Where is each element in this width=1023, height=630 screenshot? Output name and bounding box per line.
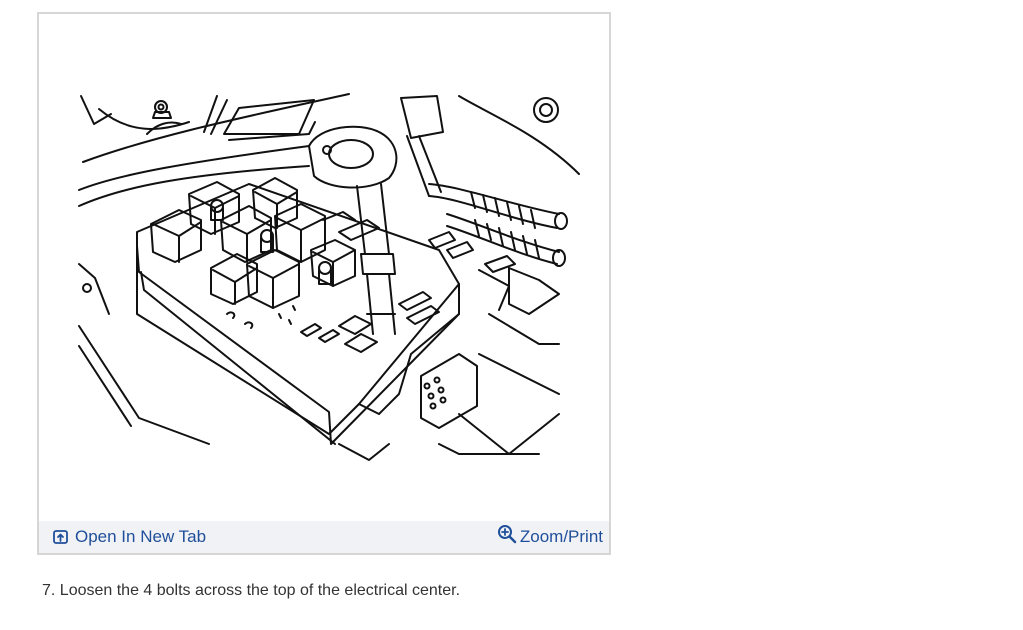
zoom-print-label: Zoom/Print: [519, 527, 603, 546]
open-in-new-tab-icon: [53, 530, 68, 544]
open-in-new-tab-label: Open In New Tab: [75, 527, 207, 546]
step-instruction: 7. Loosen the 4 bolts across the top of …: [42, 582, 461, 599]
figure-card: Open In New Tab Zoom/Print: [37, 12, 611, 555]
open-in-new-tab-link[interactable]: Open In New Tab: [53, 526, 206, 548]
figure-toolbar: Open In New Tab Zoom/Print: [39, 521, 609, 553]
zoom-print-link[interactable]: Zoom/Print: [497, 525, 603, 548]
electrical-center-diagram[interactable]: [39, 14, 609, 522]
zoom-in-icon: [497, 525, 517, 544]
